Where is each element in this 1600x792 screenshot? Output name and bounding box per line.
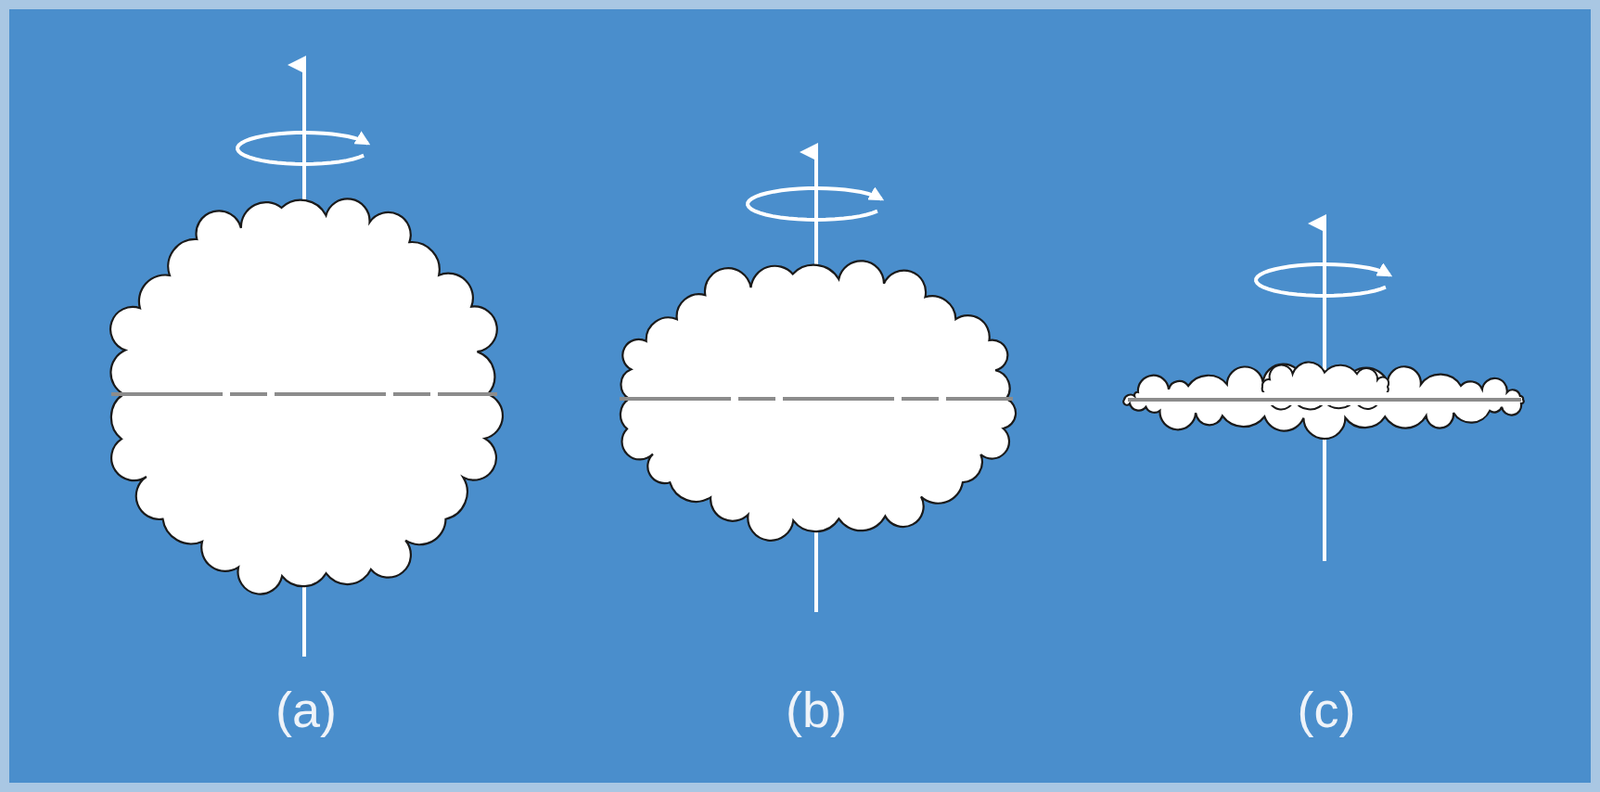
spacer [1324,289,1326,301]
equator-line [619,396,1013,401]
spacer [304,157,306,169]
spacer [816,213,818,225]
panel-label: (b) [785,684,847,735]
rotation-arrow [1255,264,1390,296]
panel-label: (c) [1297,684,1357,735]
equator-line [111,392,498,397]
rotating-cloud [619,152,1016,613]
gas-cloud [620,260,1016,540]
frame [4,4,1596,788]
equator-line [1127,397,1522,402]
rotation-arrow [237,132,368,165]
rotation-arrow [747,188,882,220]
panel-label: (a) [275,684,337,735]
gas-cloud [110,198,503,594]
rotating-cloud [110,64,503,657]
rotating-cloud [1123,223,1524,562]
